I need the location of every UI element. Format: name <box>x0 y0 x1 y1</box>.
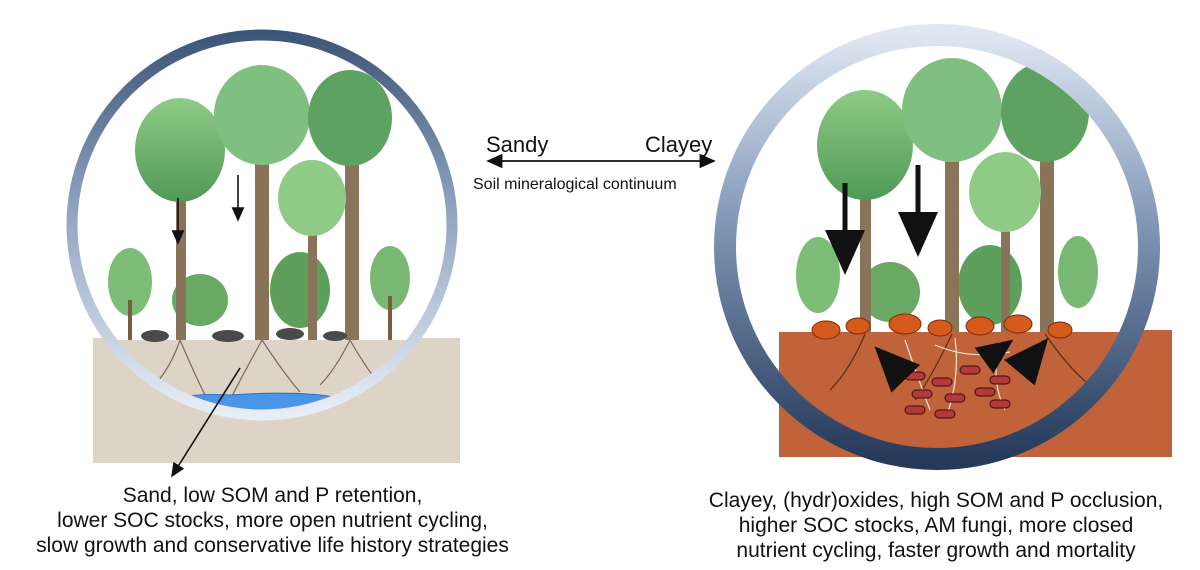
clayey-recycling-arrow <box>874 346 921 393</box>
continuum-caption: Soil mineralogical continuum <box>473 176 677 193</box>
sandy-leaching-arrow <box>171 367 241 478</box>
clayey-caption-line: Clayey, (hydr)oxides, high SOM and P occ… <box>708 489 1164 512</box>
clayey-ring <box>714 24 1160 470</box>
clayey-trees <box>817 58 1089 332</box>
clayey-panel <box>714 24 1172 470</box>
sandy-caption-line: lower SOC stocks, more open nutrient cyc… <box>57 509 488 532</box>
sandy-ring <box>66 29 458 421</box>
sandy-label: Sandy <box>486 132 549 157</box>
clayey-caption-line: nutrient cycling, faster growth and mort… <box>736 539 1136 562</box>
sandy-litter <box>141 328 347 342</box>
clayey-organic-aggregates <box>811 313 1073 340</box>
clayey-recycling-arrow <box>1004 338 1049 386</box>
sandy-caption: Sand, low SOM and P retention, lower SOC… <box>0 483 545 558</box>
sandy-groundwater <box>171 392 353 410</box>
clayey-caption: Clayey, (hydr)oxides, high SOM and P occ… <box>676 488 1196 563</box>
sandy-trees <box>135 65 392 340</box>
clayey-caption-line: higher SOC stocks, AM fungi, more closed <box>738 514 1134 537</box>
sandy-caption-line: slow growth and conservative life histor… <box>36 534 509 557</box>
sandy-caption-line: Sand, low SOM and P retention, <box>122 484 423 507</box>
clayey-label: Clayey <box>645 132 713 157</box>
sandy-panel <box>66 29 460 478</box>
